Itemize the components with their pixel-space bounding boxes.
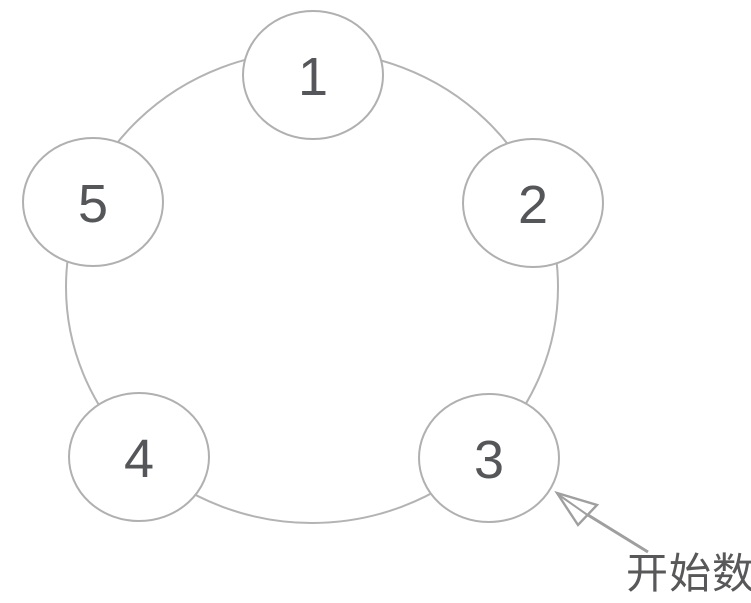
node-5: 5 [22,137,164,267]
start-annotation-label: 开始数 [626,549,751,598]
node-label: 4 [124,429,154,489]
node-circle [22,137,164,267]
node-label: 3 [474,430,504,490]
start-annotation-arrow [554,490,649,554]
node-circle [68,392,210,522]
node-label: 2 [518,175,548,235]
node-2: 2 [462,138,604,268]
nodes-layer: 1 2 3 4 5 [22,10,604,523]
node-label: 1 [298,47,328,107]
node-label: 5 [78,174,108,234]
node-circle [418,393,560,523]
node-circle [462,138,604,268]
node-circle [242,10,384,140]
node-4: 4 [68,392,210,522]
arrow-shaft [587,513,649,554]
node-3: 3 [418,393,560,523]
arrow-head-fold [558,494,589,516]
node-1: 1 [242,10,384,140]
